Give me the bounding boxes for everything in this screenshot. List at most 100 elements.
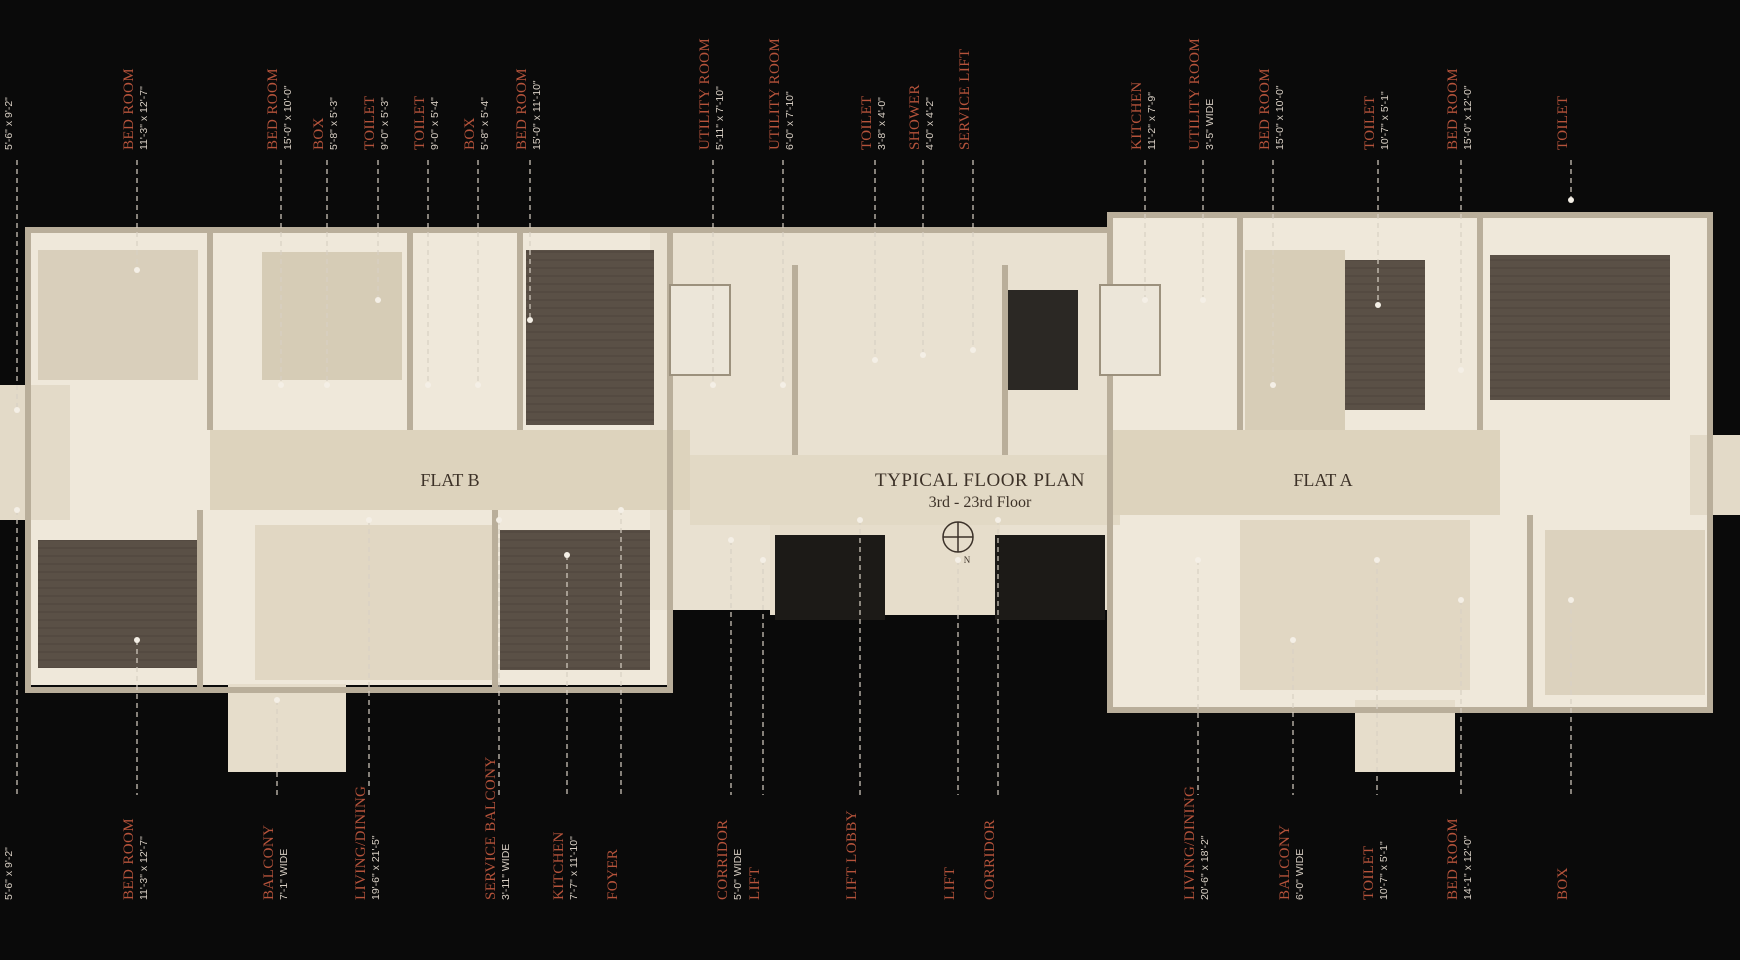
top-leader-8-dot	[710, 382, 716, 388]
room-dimension: 9'-0" x 5'-3"	[379, 97, 391, 150]
room-name: TOILET	[1361, 845, 1377, 900]
room-name: BALCONY	[1277, 824, 1293, 900]
room-dimension: 3'-8" x 4'-0"	[876, 97, 888, 150]
flat-a-bedroom-1-floor	[1345, 260, 1425, 410]
room-dimension: 20'-6" x 18'-2"	[1199, 835, 1211, 900]
bottom-leader-13-dot	[1290, 637, 1296, 643]
top-leader-6-dot	[475, 382, 481, 388]
bottom-leader-11-dot	[995, 517, 1001, 523]
flat-a-living-floor	[1240, 520, 1470, 690]
bottom-leader-2-dot	[274, 697, 280, 703]
bottom-leader-4-dot	[496, 517, 502, 523]
flat-b-bedroom-1-floor	[38, 250, 198, 380]
room-name: BED ROOM	[1445, 68, 1461, 150]
bottom-label-6: FOYER	[605, 849, 623, 900]
room-dimension: 11'-2" x 7'-9"	[1146, 92, 1158, 150]
top-leader-9-dot	[780, 382, 786, 388]
bottom-leader-7-dot	[728, 537, 734, 543]
room-dimension: 6'-0" x 7'-10"	[784, 91, 796, 150]
room-name: LIFT	[942, 866, 958, 900]
top-leader-14-dot	[1200, 297, 1206, 303]
room-name: BED ROOM	[1445, 818, 1461, 900]
top-leader-3-dot	[324, 382, 330, 388]
room-dimension: 7'-7" x 11'-10"	[568, 836, 580, 900]
room-name: UTILITY ROOM	[767, 37, 783, 150]
top-leader-15-dot	[1270, 382, 1276, 388]
top-leader-lines	[14, 160, 1574, 413]
room-dimension: 11'-3" x 12'-7"	[138, 86, 150, 150]
flat-a-kitchen-floor	[1245, 250, 1345, 430]
top-leader-5-dot	[425, 382, 431, 388]
room-dimension: 5'-11" x 7'-10"	[714, 86, 726, 150]
room-name: SHOWER	[907, 84, 923, 150]
room-dimension: 5'-8" x 5'-4"	[479, 97, 491, 150]
compass	[942, 521, 974, 553]
service-lift-shaft	[1008, 290, 1078, 390]
flat-a-corridor-floor	[1110, 430, 1500, 515]
room-dimension: 4'-0" x 4'-2"	[924, 97, 936, 150]
top-leader-13-dot	[1142, 297, 1148, 303]
top-label-18: TOILET	[1555, 95, 1573, 150]
compass-north-letter: N	[960, 555, 974, 565]
bottom-leader-5-dot	[564, 552, 570, 558]
bottom-leader-9-dot	[857, 517, 863, 523]
room-dimension: 11'-3" x 12'-7"	[138, 836, 150, 900]
flat-a-bedroom-3-floor	[1545, 530, 1705, 695]
floor-plan-title-block: TYPICAL FLOOR PLAN 3rd - 23rd Floor	[860, 470, 1100, 512]
room-name: SERVICE BALCONY	[483, 756, 499, 900]
room-name: LIVING/DINING	[1182, 785, 1198, 900]
room-dimension: 15'-0" x 10'-0"	[1274, 85, 1286, 150]
flat-a-bedroom-2-floor	[1490, 255, 1670, 400]
room-dimension: 15'-0" x 12'-0"	[1462, 85, 1474, 150]
room-name: BOX	[462, 117, 478, 150]
bottom-leader-10-dot	[955, 557, 961, 563]
lift-shaft-1	[775, 535, 885, 620]
bottom-leader-6-dot	[618, 507, 624, 513]
bottom-leader-lines	[14, 507, 1574, 795]
central-corridor-floor	[690, 455, 1120, 525]
room-name: TOILET	[362, 95, 378, 150]
east-bay-projection	[1690, 435, 1740, 515]
room-dimension: 5'-8" x 5'-3"	[328, 97, 340, 150]
room-name: TOILET	[412, 95, 428, 150]
bottom-label-9: LIFT LOBBY	[844, 810, 862, 900]
stairs	[669, 284, 1161, 376]
room-name: UTILITY ROOM	[697, 37, 713, 150]
top-leader-10-dot	[872, 357, 878, 363]
room-dimension: 9'-0" x 5'-4"	[429, 97, 441, 150]
room-dimension: 10'-7" x 5'-1"	[1379, 91, 1391, 150]
room-name: BED ROOM	[121, 818, 137, 900]
flat-b-bedroom-3-floor	[526, 250, 654, 425]
bottom-leader-0-dot	[14, 507, 20, 513]
room-name: LIVING/DINING	[353, 785, 369, 900]
stair-west	[669, 284, 731, 376]
room-name: CORRIDOR	[715, 819, 731, 900]
room-dimension: 3'-11" WIDE	[500, 843, 512, 900]
room-dimension: 14'-1" x 12'-0"	[1462, 835, 1474, 900]
room-name: LIFT	[747, 866, 763, 900]
top-leader-16-dot	[1375, 302, 1381, 308]
top-leader-0-dot	[14, 407, 20, 413]
flat-b-bedroom-4-floor	[38, 540, 200, 668]
flat-b-text: FLAT B	[420, 470, 480, 490]
flat-a-label: FLAT A	[1253, 470, 1393, 491]
